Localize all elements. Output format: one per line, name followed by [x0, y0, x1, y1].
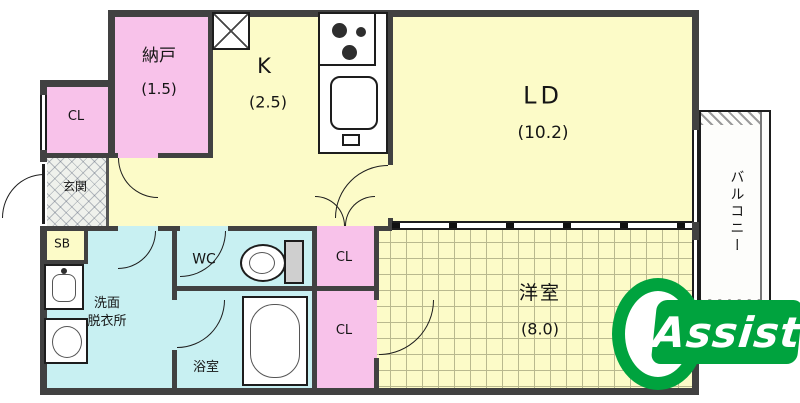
- wall: [172, 226, 177, 300]
- wall: [374, 358, 379, 392]
- wall: [40, 226, 118, 231]
- bathtub-inner: [250, 304, 300, 378]
- room-shoebox: [40, 226, 88, 264]
- wall: [158, 153, 213, 158]
- wall: [40, 226, 47, 395]
- storage-label: 納戸: [142, 46, 176, 67]
- stove-icon: [318, 12, 376, 66]
- wall: [40, 80, 112, 87]
- kitchen-size-label: (2.5): [249, 92, 287, 112]
- toilet-label: WC: [192, 251, 216, 268]
- closet-top-label: CL: [67, 109, 85, 125]
- sink-icon: [330, 76, 378, 130]
- entrance-step-line: [106, 158, 109, 226]
- kitchen-label: K: [257, 53, 271, 78]
- window: [692, 130, 699, 222]
- balcony-divider-hatch: [701, 112, 760, 125]
- door-arc-entrance: [2, 174, 44, 218]
- stove-burner-icon: [332, 23, 347, 38]
- toilet-bowl-icon: [240, 244, 286, 282]
- wall: [40, 153, 118, 158]
- wall: [228, 226, 315, 231]
- vent-hatch-icon: [212, 12, 250, 50]
- track-stop: [677, 223, 685, 228]
- washroom-label-line1: 洗面: [93, 296, 121, 312]
- room-balcony: [699, 110, 771, 314]
- faucet-icon: [342, 134, 360, 146]
- wall: [208, 10, 213, 158]
- wall: [374, 226, 379, 300]
- western-room-size-label: (8.0): [521, 319, 559, 339]
- wall: [172, 350, 177, 392]
- window: [40, 95, 47, 150]
- washbasin-faucet-dot: [61, 268, 67, 274]
- bathtub-icon: [242, 296, 308, 386]
- sliding-door-track: [392, 221, 692, 230]
- assist-logo: Assist: [608, 276, 800, 402]
- wall: [388, 218, 393, 230]
- washbasin-icon: [44, 264, 84, 310]
- track-stop: [449, 223, 457, 228]
- wall: [84, 226, 88, 264]
- toilet-tank-icon: [284, 240, 304, 284]
- room-storage-nando: [108, 10, 213, 158]
- balcony-label: バルコニー: [728, 169, 745, 255]
- living-dining-size-label: (10.2): [517, 123, 569, 144]
- entrance-label: 玄関: [62, 179, 88, 194]
- track-stop: [563, 223, 571, 228]
- washroom-label-line2: 脱衣所: [87, 314, 127, 330]
- washer-drum: [52, 326, 82, 358]
- western-room-label: 洋室: [518, 282, 562, 305]
- stove-burner-icon: [342, 45, 357, 60]
- room-entrance: [47, 158, 108, 228]
- washer-pan-icon: [44, 318, 88, 364]
- room-closet-top: [40, 80, 112, 158]
- wall: [388, 10, 393, 165]
- shoebox-label: SB: [54, 236, 70, 251]
- room-living-dining: [388, 10, 695, 226]
- wall: [375, 226, 392, 231]
- toilet-bowl-inner: [249, 252, 275, 274]
- living-dining-label: LD: [523, 81, 563, 110]
- window: [692, 240, 699, 300]
- wall: [312, 226, 317, 392]
- track-stop: [392, 223, 400, 228]
- wall: [40, 260, 88, 264]
- room-closet-middle: [312, 226, 377, 290]
- closet-lower-label: CL: [335, 323, 353, 339]
- wall: [40, 388, 699, 395]
- wall: [108, 10, 699, 17]
- balcony-rail-line: [760, 112, 762, 312]
- assist-logo-badge: Assist: [650, 300, 800, 364]
- wall: [172, 286, 377, 291]
- closet-middle-label: CL: [335, 250, 353, 266]
- stove-burner-icon: [356, 27, 366, 37]
- washbasin-bowl: [52, 274, 76, 302]
- bathroom-label: 浴室: [192, 360, 220, 376]
- wall: [108, 10, 115, 158]
- assist-logo-text: Assist: [650, 307, 800, 357]
- wall: [158, 226, 180, 231]
- storage-size-label: (1.5): [141, 80, 177, 99]
- room-closet-lower: [312, 288, 377, 392]
- track-stop: [506, 223, 514, 228]
- track-stop: [620, 223, 628, 228]
